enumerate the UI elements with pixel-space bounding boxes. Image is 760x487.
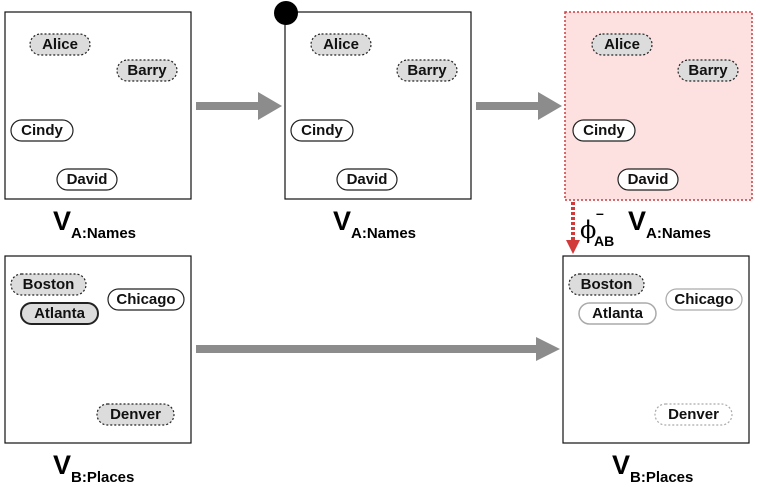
- caption-names-3: V A:Names: [628, 206, 711, 242]
- svg-text:B:Places: B:Places: [71, 469, 134, 486]
- operator-symbol: ϕ: [580, 216, 596, 244]
- caption-places-2: V B:Places: [612, 450, 693, 486]
- svg-text:Boston: Boston: [23, 276, 75, 293]
- caption-names-2: V A:Names: [333, 206, 416, 242]
- svg-text:Barry: Barry: [127, 62, 167, 79]
- operator-superscript: –: [596, 205, 604, 221]
- svg-text:Chicago: Chicago: [674, 291, 733, 308]
- svg-text:David: David: [347, 171, 388, 188]
- pill-denver-2: Denver: [654, 403, 733, 426]
- svg-text:V: V: [333, 206, 351, 236]
- operator-arrow: [566, 202, 580, 254]
- operator-subscript: AB: [594, 233, 614, 249]
- caption-places-1: V B:Places: [53, 450, 134, 486]
- svg-text:A:Names: A:Names: [351, 225, 416, 242]
- pill-chicago-1: Chicago: [107, 288, 185, 311]
- pill-alice-1: Alice: [29, 33, 91, 56]
- svg-text:Alice: Alice: [323, 36, 359, 53]
- pill-david-2: David: [336, 168, 398, 191]
- svg-text:V: V: [628, 206, 646, 236]
- svg-text:Denver: Denver: [668, 406, 719, 423]
- svg-text:Alice: Alice: [42, 36, 78, 53]
- pill-cindy-2: Cindy: [290, 119, 354, 142]
- pill-alice-3: Alice: [591, 33, 653, 56]
- svg-text:A:Names: A:Names: [71, 225, 136, 242]
- pill-david-1: David: [56, 168, 118, 191]
- svg-text:A:Names: A:Names: [646, 225, 711, 242]
- cursor-dot: [274, 1, 298, 25]
- svg-text:Denver: Denver: [110, 406, 161, 423]
- svg-text:Alice: Alice: [604, 36, 640, 53]
- svg-text:Cindy: Cindy: [21, 122, 63, 139]
- svg-text:Cindy: Cindy: [583, 122, 625, 139]
- pill-atlanta-1: Atlanta: [20, 302, 99, 325]
- pill-alice-2: Alice: [310, 33, 372, 56]
- pill-atlanta-2: Atlanta: [578, 302, 657, 325]
- svg-text:Cindy: Cindy: [301, 122, 343, 139]
- pill-boston-1: Boston: [10, 273, 87, 296]
- pill-cindy-3: Cindy: [572, 119, 636, 142]
- pill-barry-2: Barry: [396, 59, 458, 82]
- pill-barry-3: Barry: [677, 59, 739, 82]
- pill-chicago-2: Chicago: [665, 288, 743, 311]
- svg-text:Chicago: Chicago: [116, 291, 175, 308]
- svg-text:David: David: [67, 171, 108, 188]
- svg-text:Barry: Barry: [407, 62, 447, 79]
- caption-names-1: V A:Names: [53, 206, 136, 242]
- svg-text:Atlanta: Atlanta: [34, 305, 85, 322]
- pill-boston-2: Boston: [568, 273, 645, 296]
- svg-text:David: David: [628, 171, 669, 188]
- svg-text:V: V: [612, 450, 630, 480]
- svg-text:Barry: Barry: [688, 62, 728, 79]
- operator-label: ϕ – AB: [580, 205, 614, 249]
- pill-cindy-1: Cindy: [10, 119, 74, 142]
- svg-text:V: V: [53, 450, 71, 480]
- pill-barry-1: Barry: [116, 59, 178, 82]
- svg-text:Boston: Boston: [581, 276, 633, 293]
- pill-david-3: David: [617, 168, 679, 191]
- arrow-names-1-to-2: [196, 92, 282, 120]
- arrow-places-1-to-2: [196, 337, 560, 361]
- svg-text:V: V: [53, 206, 71, 236]
- pill-denver-1: Denver: [96, 403, 175, 426]
- svg-text:Atlanta: Atlanta: [592, 305, 643, 322]
- svg-text:B:Places: B:Places: [630, 469, 693, 486]
- arrow-names-2-to-3: [476, 92, 562, 120]
